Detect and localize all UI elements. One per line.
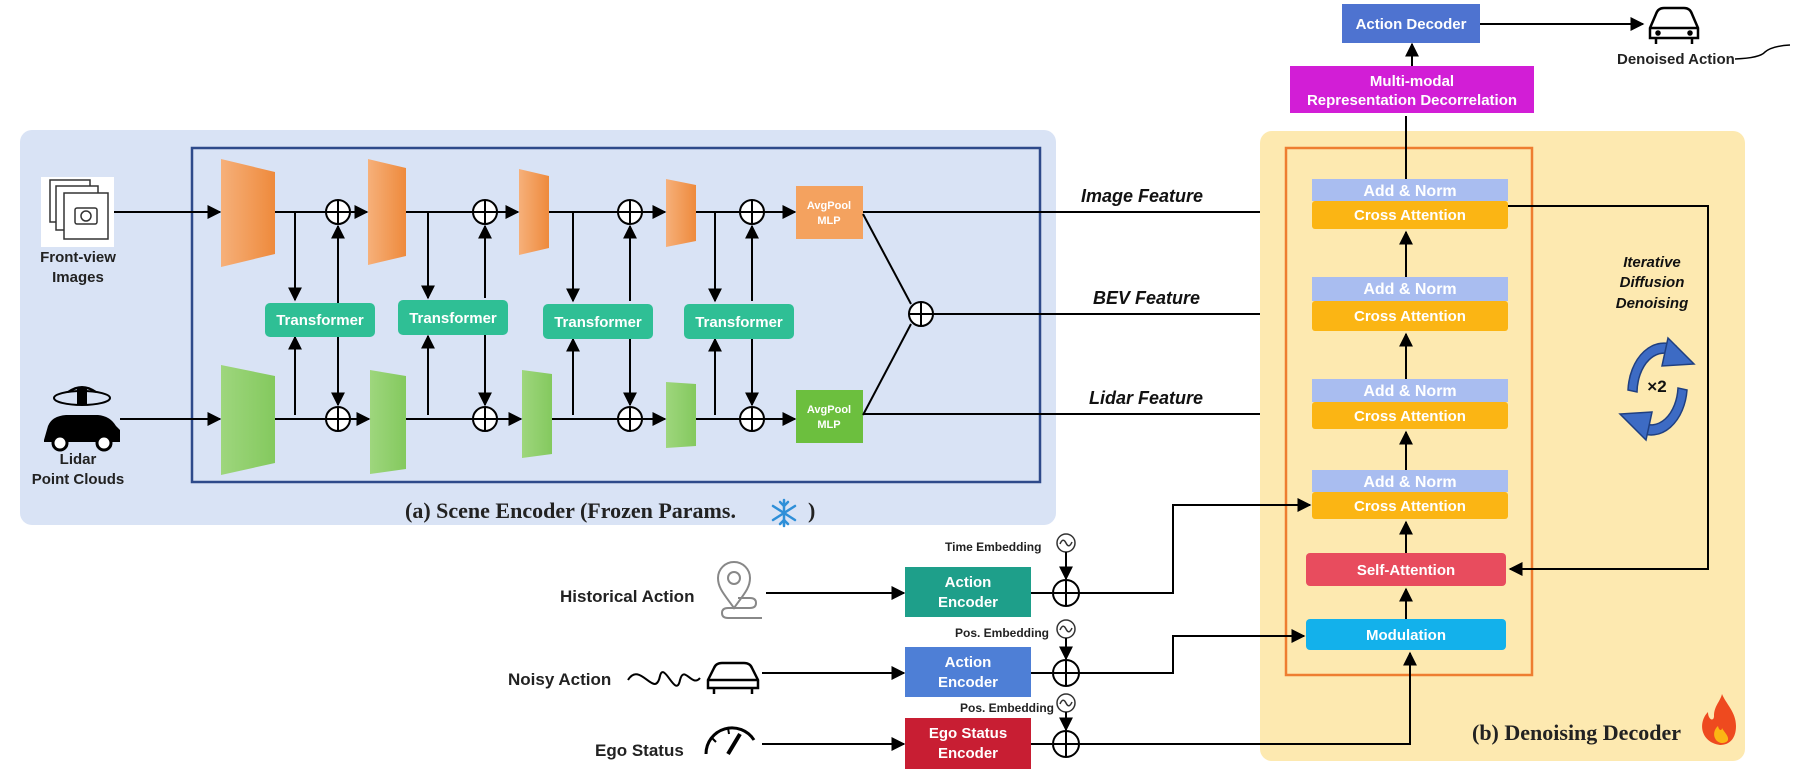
cross-attention-block: Cross Attention (1312, 492, 1508, 519)
add-norm-block: Add & Norm (1312, 470, 1508, 492)
location-pin-icon (716, 561, 762, 619)
svg-text:Add & Norm: Add & Norm (1363, 281, 1456, 298)
svg-text:Action: Action (945, 654, 992, 671)
svg-text:MLP: MLP (817, 215, 840, 227)
svg-text:Cross Attention: Cross Attention (1354, 408, 1466, 425)
speedometer-icon (704, 726, 756, 756)
add-norm-block: Add & Norm (1312, 179, 1508, 201)
iterative-label-3: Denoising (1616, 295, 1689, 312)
transformer-block: Transformer (265, 303, 375, 337)
svg-text:Representation Decorrelation: Representation Decorrelation (1307, 92, 1517, 109)
cycle-arrows-icon (1618, 336, 1696, 442)
add-norm-block: Add & Norm (1312, 277, 1508, 301)
add-norm-block: Add & Norm (1312, 379, 1508, 402)
repeat-count: ×2 (1647, 377, 1666, 396)
bev-feature-label: BEV Feature (1093, 288, 1200, 308)
svg-text:MLP: MLP (817, 419, 840, 431)
svg-text:Cross Attention: Cross Attention (1354, 207, 1466, 224)
image-backbone-stage-2 (368, 159, 406, 265)
front-view-images-icon (41, 177, 114, 247)
lidar-feature-label: Lidar Feature (1089, 388, 1203, 408)
image-backbone-stage-3 (519, 169, 549, 255)
car-icon (1648, 6, 1700, 44)
svg-text:Transformer: Transformer (554, 314, 642, 331)
denoised-action-label: Denoised Action (1617, 51, 1735, 68)
svg-text:AvgPool: AvgPool (807, 200, 851, 212)
historical-action-encoder: Action Encoder (905, 567, 1031, 617)
lidar-car-icon (44, 386, 120, 452)
svg-text:Encoder: Encoder (938, 745, 998, 762)
transformer-block: Transformer (398, 300, 508, 335)
image-backbone-stage-1 (221, 159, 275, 267)
ego-status-encoder: Ego Status Encoder (905, 718, 1031, 769)
lidar-backbone-stage-2 (370, 370, 406, 474)
lidar-backbone-stage-4 (666, 382, 696, 448)
noise-squiggle-icon (627, 671, 701, 687)
time-embedding-label: Time Embedding (945, 540, 1041, 554)
svg-text:Add & Norm: Add & Norm (1363, 183, 1456, 200)
transformer-block: Transformer (543, 304, 653, 339)
cross-attention-block: Cross Attention (1312, 402, 1508, 429)
sine-wave-icon (1056, 533, 1076, 713)
front-view-label-1: Front-view (40, 249, 116, 266)
scene-encoder-title-close: ) (808, 498, 815, 523)
lidar-label-2: Point Clouds (32, 471, 125, 488)
svg-text:Transformer: Transformer (409, 310, 497, 327)
bev-fusion-node (908, 301, 934, 327)
svg-text:Multi-modal: Multi-modal (1370, 73, 1454, 90)
image-feature-label: Image Feature (1081, 186, 1203, 206)
ego-status-label: Ego Status (595, 741, 684, 760)
action-decoder-block: Action Decoder (1342, 4, 1480, 43)
image-avgpool-mlp: AvgPool MLP (796, 186, 863, 239)
svg-text:Encoder: Encoder (938, 674, 998, 691)
lidar-avgpool-mlp: AvgPool MLP (796, 390, 863, 443)
scene-encoder-title: (a) Scene Encoder (Frozen Params. (405, 498, 736, 523)
iterative-label-2: Diffusion (1620, 274, 1685, 291)
svg-text:Cross Attention: Cross Attention (1354, 498, 1466, 515)
fire-icon (1702, 694, 1736, 745)
cross-attention-block: Cross Attention (1312, 201, 1508, 229)
denoising-decoder-title: (b) Denoising Decoder (1472, 720, 1681, 745)
transformer-block: Transformer (684, 304, 794, 339)
self-attention-block: Self-Attention (1306, 553, 1506, 586)
representation-decorrelation-block: Multi-modal Representation Decorrelation (1290, 66, 1534, 113)
svg-text:AvgPool: AvgPool (807, 404, 851, 416)
noisy-action-encoder: Action Encoder (905, 647, 1031, 697)
iterative-label-1: Iterative (1623, 254, 1681, 271)
modulation-block: Modulation (1306, 619, 1506, 650)
car-icon (706, 661, 760, 694)
svg-text:Transformer: Transformer (276, 312, 364, 329)
historical-action-label: Historical Action (560, 587, 694, 606)
lidar-backbone-stage-1 (221, 365, 275, 475)
svg-text:Add & Norm: Add & Norm (1363, 474, 1456, 491)
svg-text:Add & Norm: Add & Norm (1363, 383, 1456, 400)
svg-text:Action Decoder: Action Decoder (1356, 16, 1467, 33)
svg-text:Cross Attention: Cross Attention (1354, 308, 1466, 325)
image-backbone-stage-4 (666, 179, 696, 247)
noisy-action-label: Noisy Action (508, 670, 611, 689)
svg-text:Action: Action (945, 574, 992, 591)
lidar-label-1: Lidar (60, 451, 97, 468)
svg-text:Encoder: Encoder (938, 594, 998, 611)
front-view-label-2: Images (52, 269, 104, 286)
svg-text:Modulation: Modulation (1366, 627, 1446, 644)
svg-text:Transformer: Transformer (695, 314, 783, 331)
snowflake-icon (771, 498, 797, 528)
cross-attention-block: Cross Attention (1312, 301, 1508, 331)
pos-embedding-label: Pos. Embedding (960, 701, 1054, 715)
pos-embedding-label: Pos. Embedding (955, 626, 1049, 640)
svg-text:Ego Status: Ego Status (929, 725, 1007, 742)
svg-text:Self-Attention: Self-Attention (1357, 562, 1455, 579)
lidar-backbone-stage-3 (522, 370, 552, 458)
